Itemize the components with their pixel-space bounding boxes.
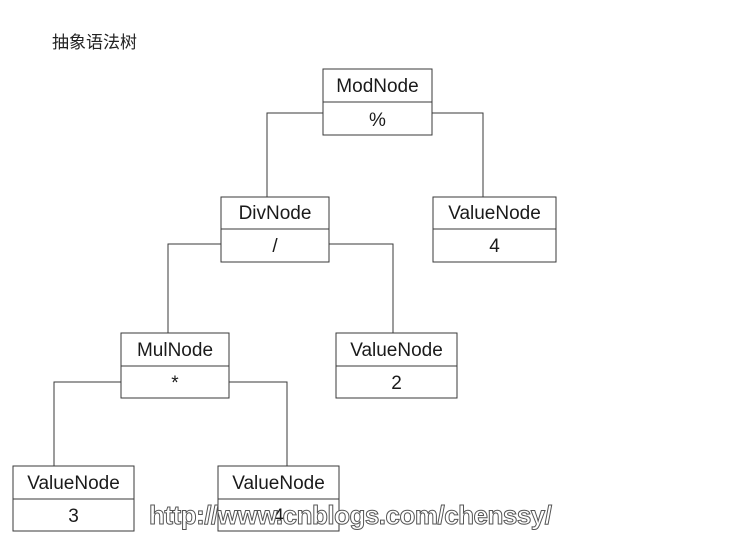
value-node-left-4-value: 4 [273, 506, 284, 527]
edge-mul-value3 [53, 381, 121, 466]
edge-mod-value [432, 112, 484, 197]
value-node-left-3-name: ValueNode [27, 473, 120, 494]
mod-node-name: ModNode [336, 76, 418, 97]
edge-mod-div [266, 112, 323, 197]
value-node-left-4: ValueNode 4 [217, 465, 340, 532]
value-node-mid-name: ValueNode [350, 340, 443, 361]
edge-div-mul [167, 243, 221, 333]
value-node-left-4-name: ValueNode [232, 473, 325, 494]
value-node-right-value: 4 [489, 236, 500, 257]
value-node-right-name: ValueNode [448, 203, 541, 224]
edge-mul-value4 [229, 381, 288, 466]
edges [53, 112, 484, 466]
edge-div-value [329, 243, 394, 333]
mul-node-operator: * [171, 373, 179, 394]
value-node-left-3: ValueNode 3 [12, 465, 135, 532]
mul-node-name: MulNode [137, 340, 213, 361]
watermark-url: http://www.cnblogs.com/chenssy/ [148, 500, 552, 531]
value-node-mid-value: 2 [391, 373, 402, 394]
diagram-caption: 抽象语法树 [52, 33, 137, 53]
div-node-operator: / [272, 236, 278, 257]
mod-node: ModNode % [322, 68, 433, 136]
value-node-right: ValueNode 4 [432, 196, 557, 263]
mod-node-operator: % [369, 110, 386, 131]
mul-node: MulNode * [120, 332, 230, 399]
value-node-left-3-value: 3 [68, 506, 79, 527]
value-node-mid: ValueNode 2 [335, 332, 458, 399]
div-node: DivNode / [220, 196, 330, 263]
div-node-name: DivNode [239, 203, 312, 224]
